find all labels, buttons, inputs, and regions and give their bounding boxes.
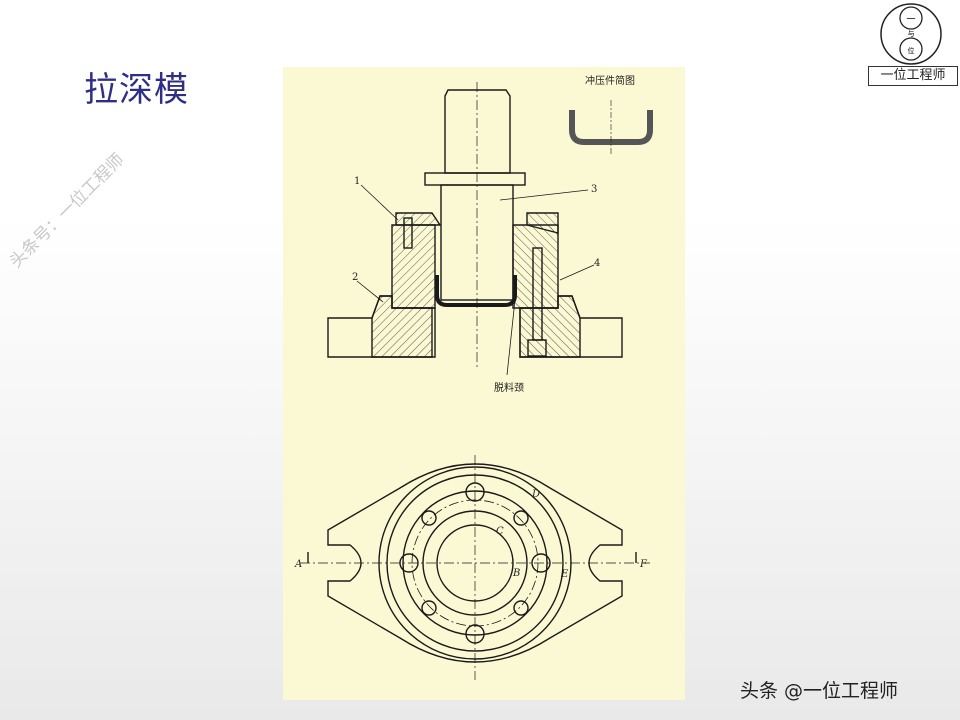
plan-view xyxy=(300,455,650,680)
callout-2: 2 xyxy=(352,272,358,283)
logo-emblem: 一 与 位 xyxy=(880,3,942,65)
logo-glyph-bottom: 位 xyxy=(908,46,915,55)
footer-credit: 头条 @一位工程师 xyxy=(740,680,899,702)
drawn-cup xyxy=(435,275,517,307)
logo-glyph-top: 一 xyxy=(906,15,915,25)
die-right xyxy=(512,224,559,309)
label-F: F xyxy=(639,559,648,570)
callout-1: 1 xyxy=(354,176,360,187)
label-C: C xyxy=(496,526,504,537)
logo-text: 一位工程师 xyxy=(868,66,958,86)
callout-3: 3 xyxy=(591,184,597,195)
watermark: 头条号：一位工程师 xyxy=(6,149,129,273)
slide-title: 拉深模 xyxy=(84,70,189,110)
punch-flange xyxy=(424,172,526,186)
blank-holder-left xyxy=(395,212,442,226)
punch-shank xyxy=(444,89,511,174)
die-drawing: 冲压件简图 1 2 3 4 脱料颈 A F B C D E xyxy=(294,74,653,680)
label-A: A xyxy=(294,559,302,570)
section-view xyxy=(327,82,653,376)
screw-head xyxy=(527,339,547,357)
label-B: B xyxy=(512,568,520,579)
drawing-panel: 冲压件简图 1 2 3 4 脱料颈 A F B C D E xyxy=(283,67,685,700)
die-left xyxy=(391,224,436,309)
part-sketch-label: 冲压件简图 xyxy=(585,74,635,87)
screw-left xyxy=(403,217,413,249)
logo-glyph-middle: 与 xyxy=(908,30,915,38)
callout-4: 4 xyxy=(594,258,600,269)
label-E: E xyxy=(560,569,569,580)
neck-label: 脱料颈 xyxy=(494,381,524,394)
label-D: D xyxy=(531,489,540,500)
